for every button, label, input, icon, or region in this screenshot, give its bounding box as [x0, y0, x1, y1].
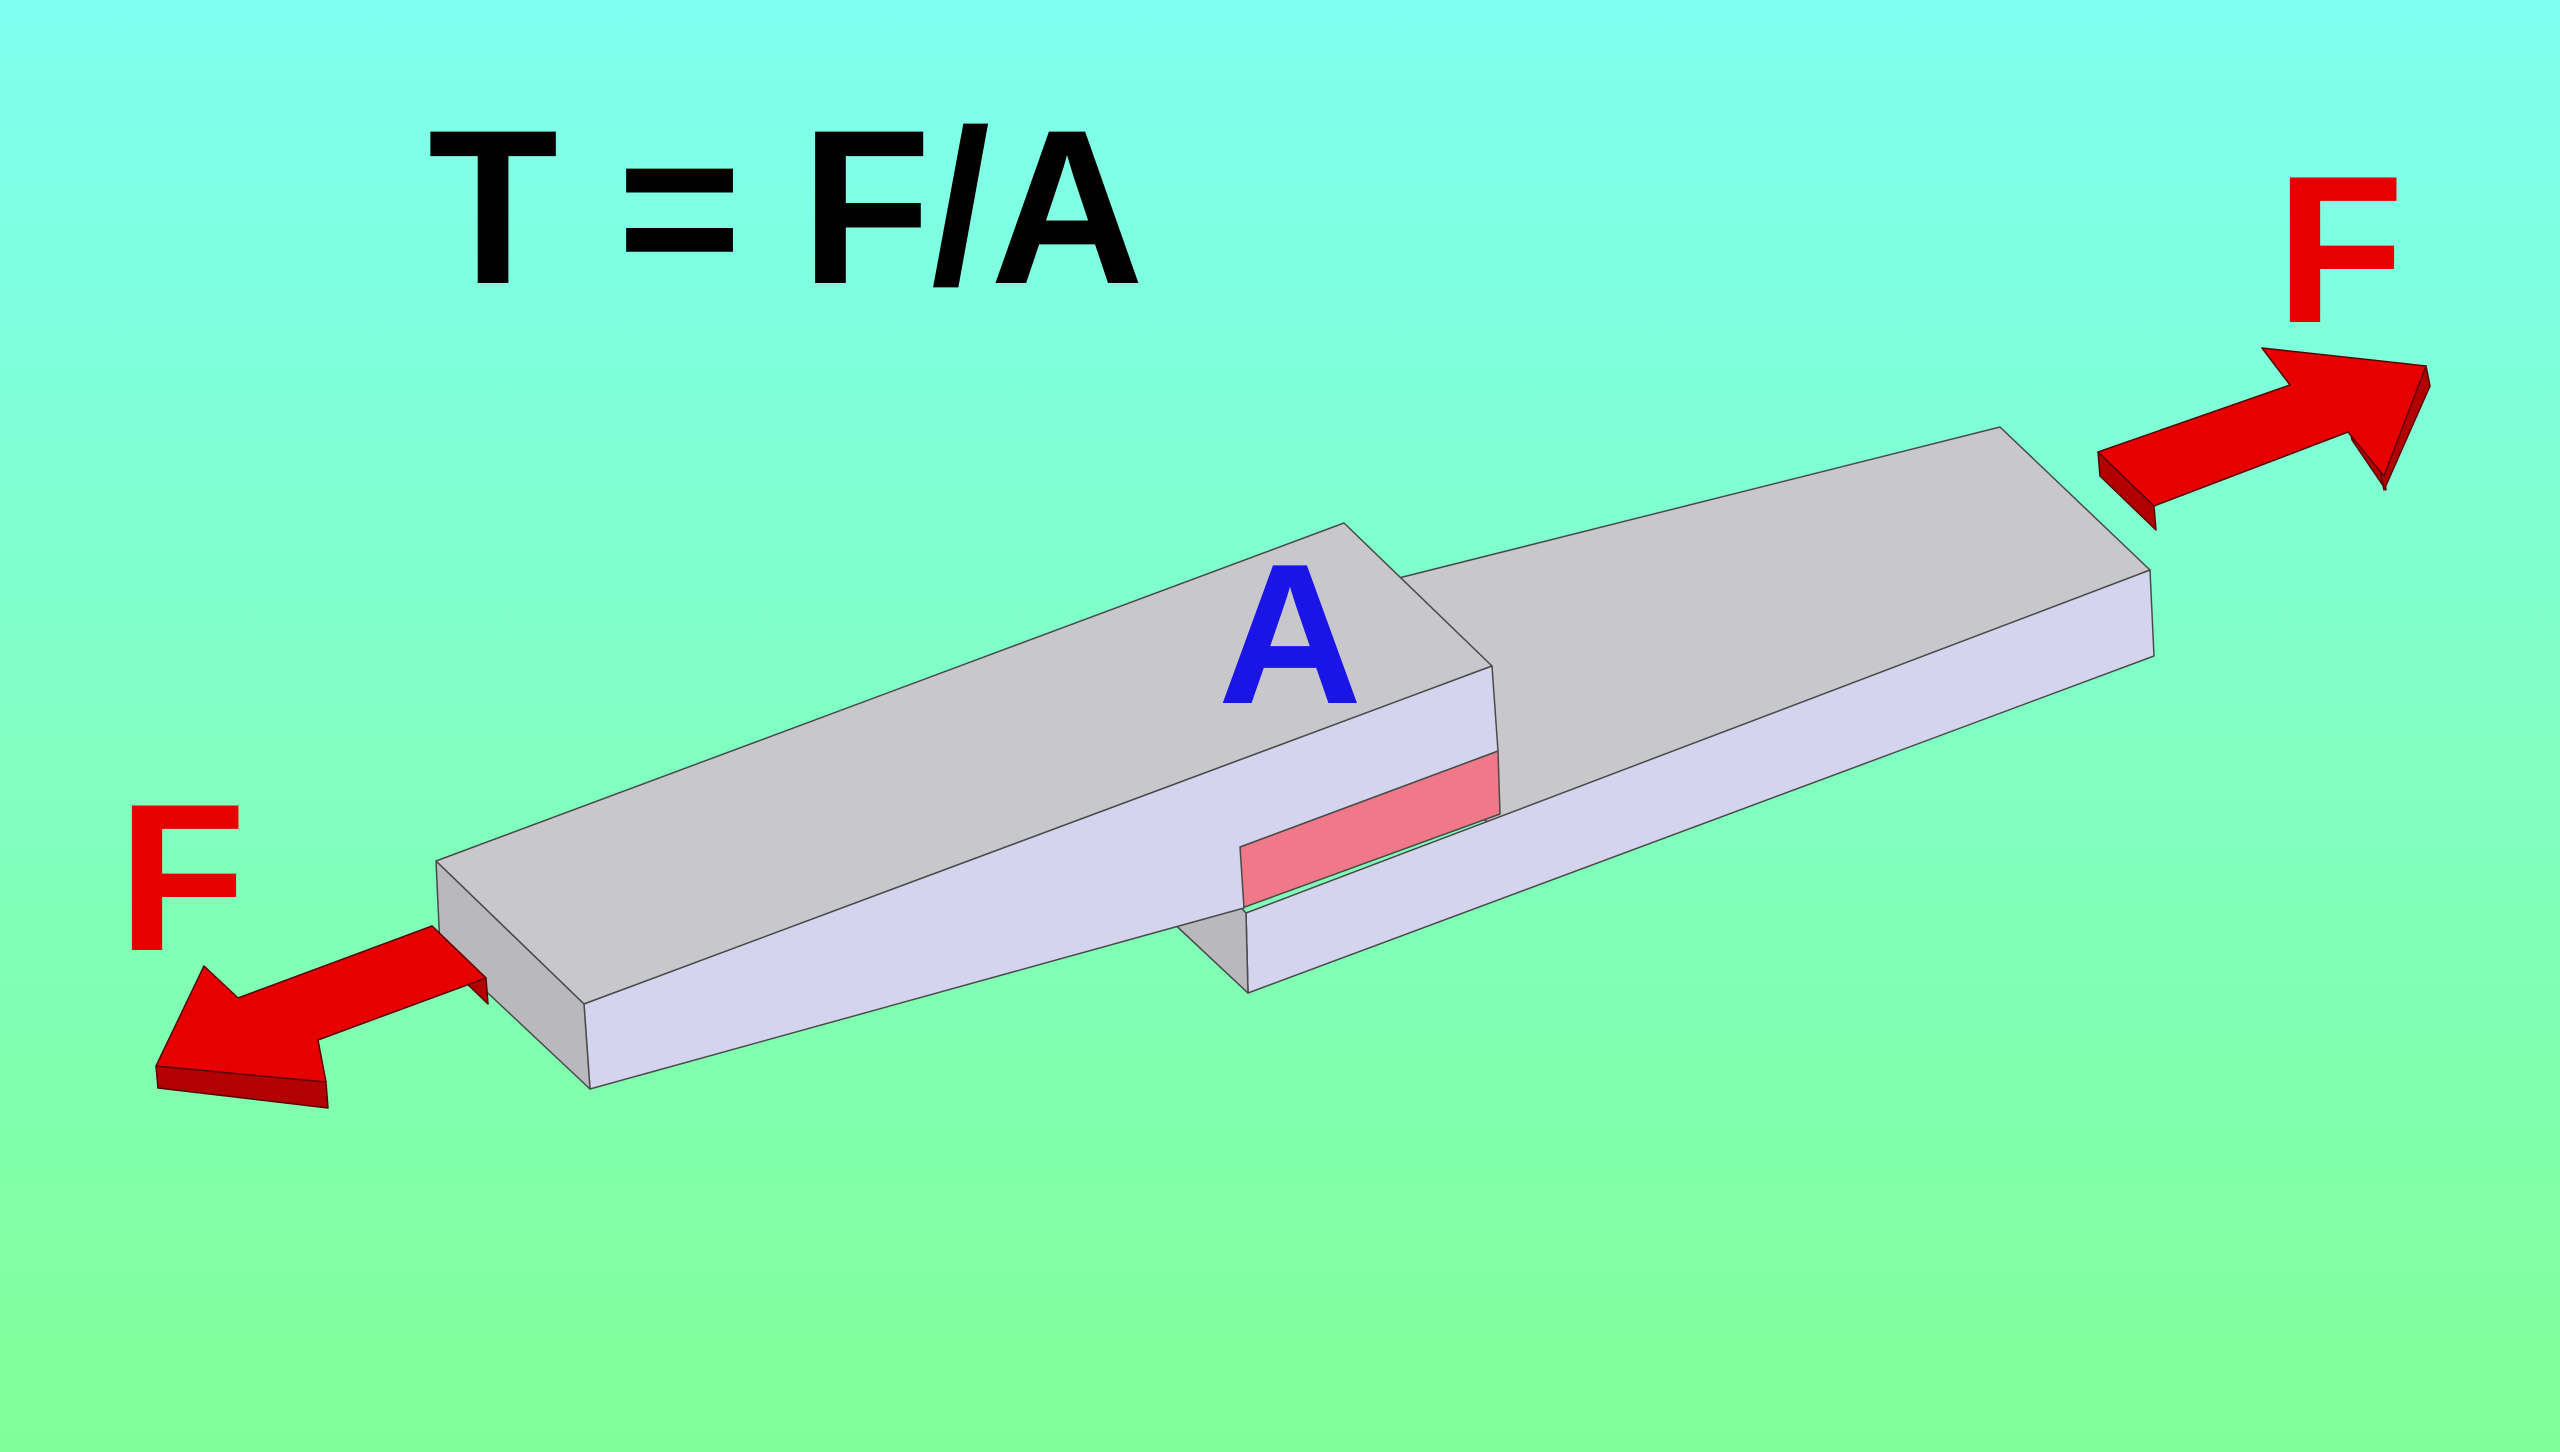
upper-plate	[435, 522, 1499, 1090]
force-label-right: F	[2276, 132, 2404, 367]
upper-plate-end-face	[435, 860, 591, 1090]
force-arrow-right	[2097, 347, 2431, 531]
force-label-left: F	[118, 760, 246, 995]
area-label: A	[1218, 523, 1362, 746]
force-arrow-left	[155, 925, 489, 1109]
force-arrow-right-body	[2097, 347, 2427, 507]
formula-text: T = F/A	[428, 84, 1144, 330]
force-arrow-left-body	[155, 925, 487, 1083]
